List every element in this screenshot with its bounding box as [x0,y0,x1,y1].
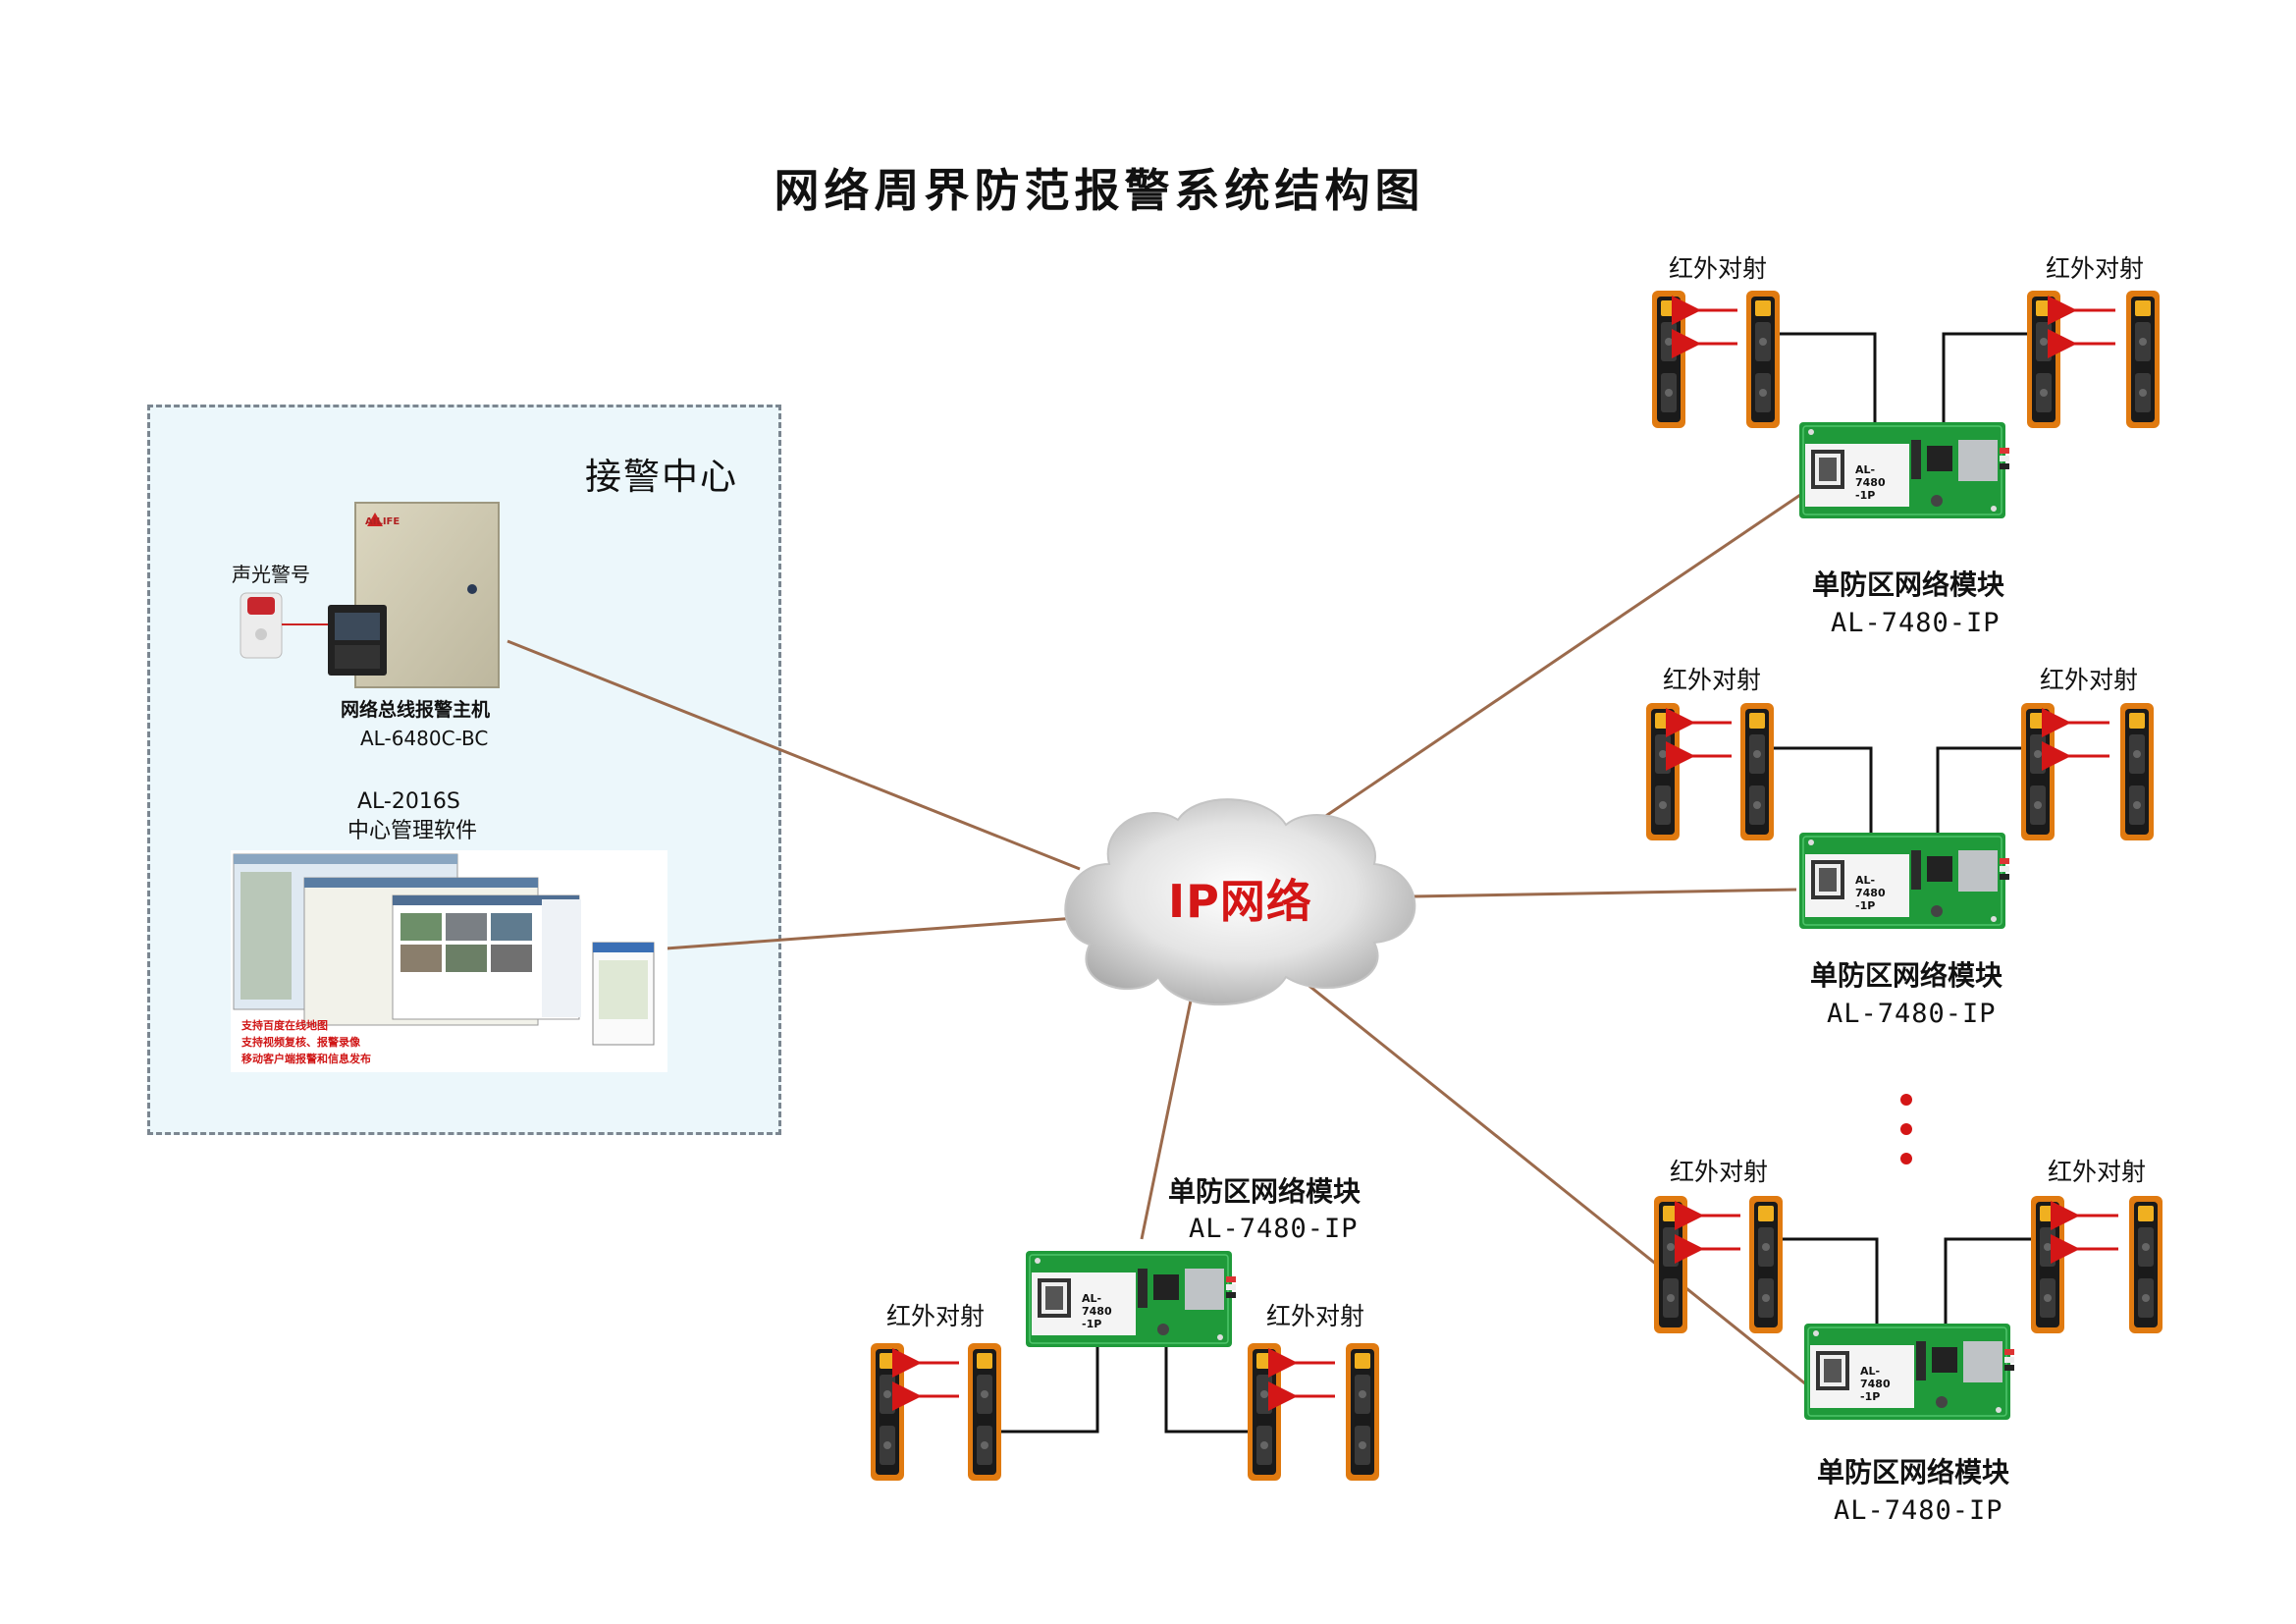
module-name: 单防区网络模块 [1168,1175,1362,1208]
host-name: 网络总线报警主机 [341,699,491,721]
beam-label: 红外对射 [2046,254,2145,283]
beam-label: 红外对射 [2048,1158,2147,1186]
link-host [507,639,1081,871]
board-text: AL-7480 -1P [1860,1365,1891,1403]
ir-detector [2126,291,2160,428]
beam-label: 红外对射 [1669,254,1768,283]
link-module-1 [1305,489,1807,832]
ir-detector [2027,291,2060,428]
ir-detector [1646,703,1680,840]
siren-label: 声光警号 [232,563,310,586]
ip-network-label: IP网络 [1168,875,1312,928]
beam-label: 红外对射 [1266,1302,1365,1330]
diagram-title: 网络周界防范报警系统结构图 [774,164,1425,217]
software-model: AL-2016S [357,789,460,814]
board-text: AL-7480 -1P [1855,874,1886,912]
module-board-1 [1798,421,2010,519]
alarm-center-title: 接警中心 [585,456,738,498]
module-board-4 [1025,1250,1237,1348]
link-module-2 [1413,888,1797,898]
more-dot [1900,1153,1912,1164]
ir-detector [1346,1343,1379,1481]
feature-item: 支持百度在线地图 [241,1019,328,1032]
ir-detector [2031,1196,2064,1333]
ip-cloud [1064,798,1416,1006]
host-brand: AILIFE [365,516,400,527]
more-dot [1900,1123,1912,1135]
feature-item: 移动客户端报警和信息发布 [241,1053,371,1065]
module-name: 单防区网络模块 [1812,568,2005,601]
ir-detector [2129,1196,2163,1333]
beam-label: 红外对射 [886,1302,986,1330]
beam-label: 红外对射 [1670,1158,1769,1186]
beam-label: 红外对射 [1663,666,1762,694]
network-links [507,489,1807,1386]
beam-label: 红外对射 [2040,666,2139,694]
software-features: 支持百度在线地图 支持视频复核、报警录像 移动客户端报警和信息发布 [241,1017,371,1067]
more-dot [1900,1094,1912,1106]
host-model: AL-6480C-BC [360,727,489,750]
software-screens [231,850,667,1072]
board-text: AL-7480 -1P [1855,463,1886,502]
module-name: 单防区网络模块 [1810,959,2003,992]
siren-device [240,592,328,659]
ir-detector [1746,291,1780,428]
ir-detector [1749,1196,1783,1333]
ir-detector [1654,1196,1687,1333]
board-text: AL-7480 -1P [1082,1292,1112,1330]
feature-item: 支持视频复核、报警录像 [241,1036,360,1049]
beam-arrows [892,296,2118,1411]
link-module-4 [1140,966,1200,1240]
link-software [652,916,1077,951]
module-model: AL-7480-IP [1189,1214,1359,1244]
ir-detector [1652,291,1685,428]
ir-detector [2021,703,2055,840]
module-board-2 [1798,832,2010,930]
software-name: 中心管理软件 [347,819,478,843]
module-model: AL-7480-IP [1827,999,1997,1029]
ir-detector [1740,703,1774,840]
ir-detector [2120,703,2154,840]
link-module-3 [1285,965,1807,1386]
detector-wiring [1001,332,2031,1434]
ir-detector [968,1343,1001,1481]
module-board-3 [1803,1323,2015,1421]
ir-detector [1248,1343,1281,1481]
module-model: AL-7480-IP [1834,1495,2003,1526]
module-name: 单防区网络模块 [1817,1456,2010,1489]
module-model: AL-7480-IP [1831,608,2001,638]
ir-detector [871,1343,904,1481]
keypad-device [328,605,387,676]
